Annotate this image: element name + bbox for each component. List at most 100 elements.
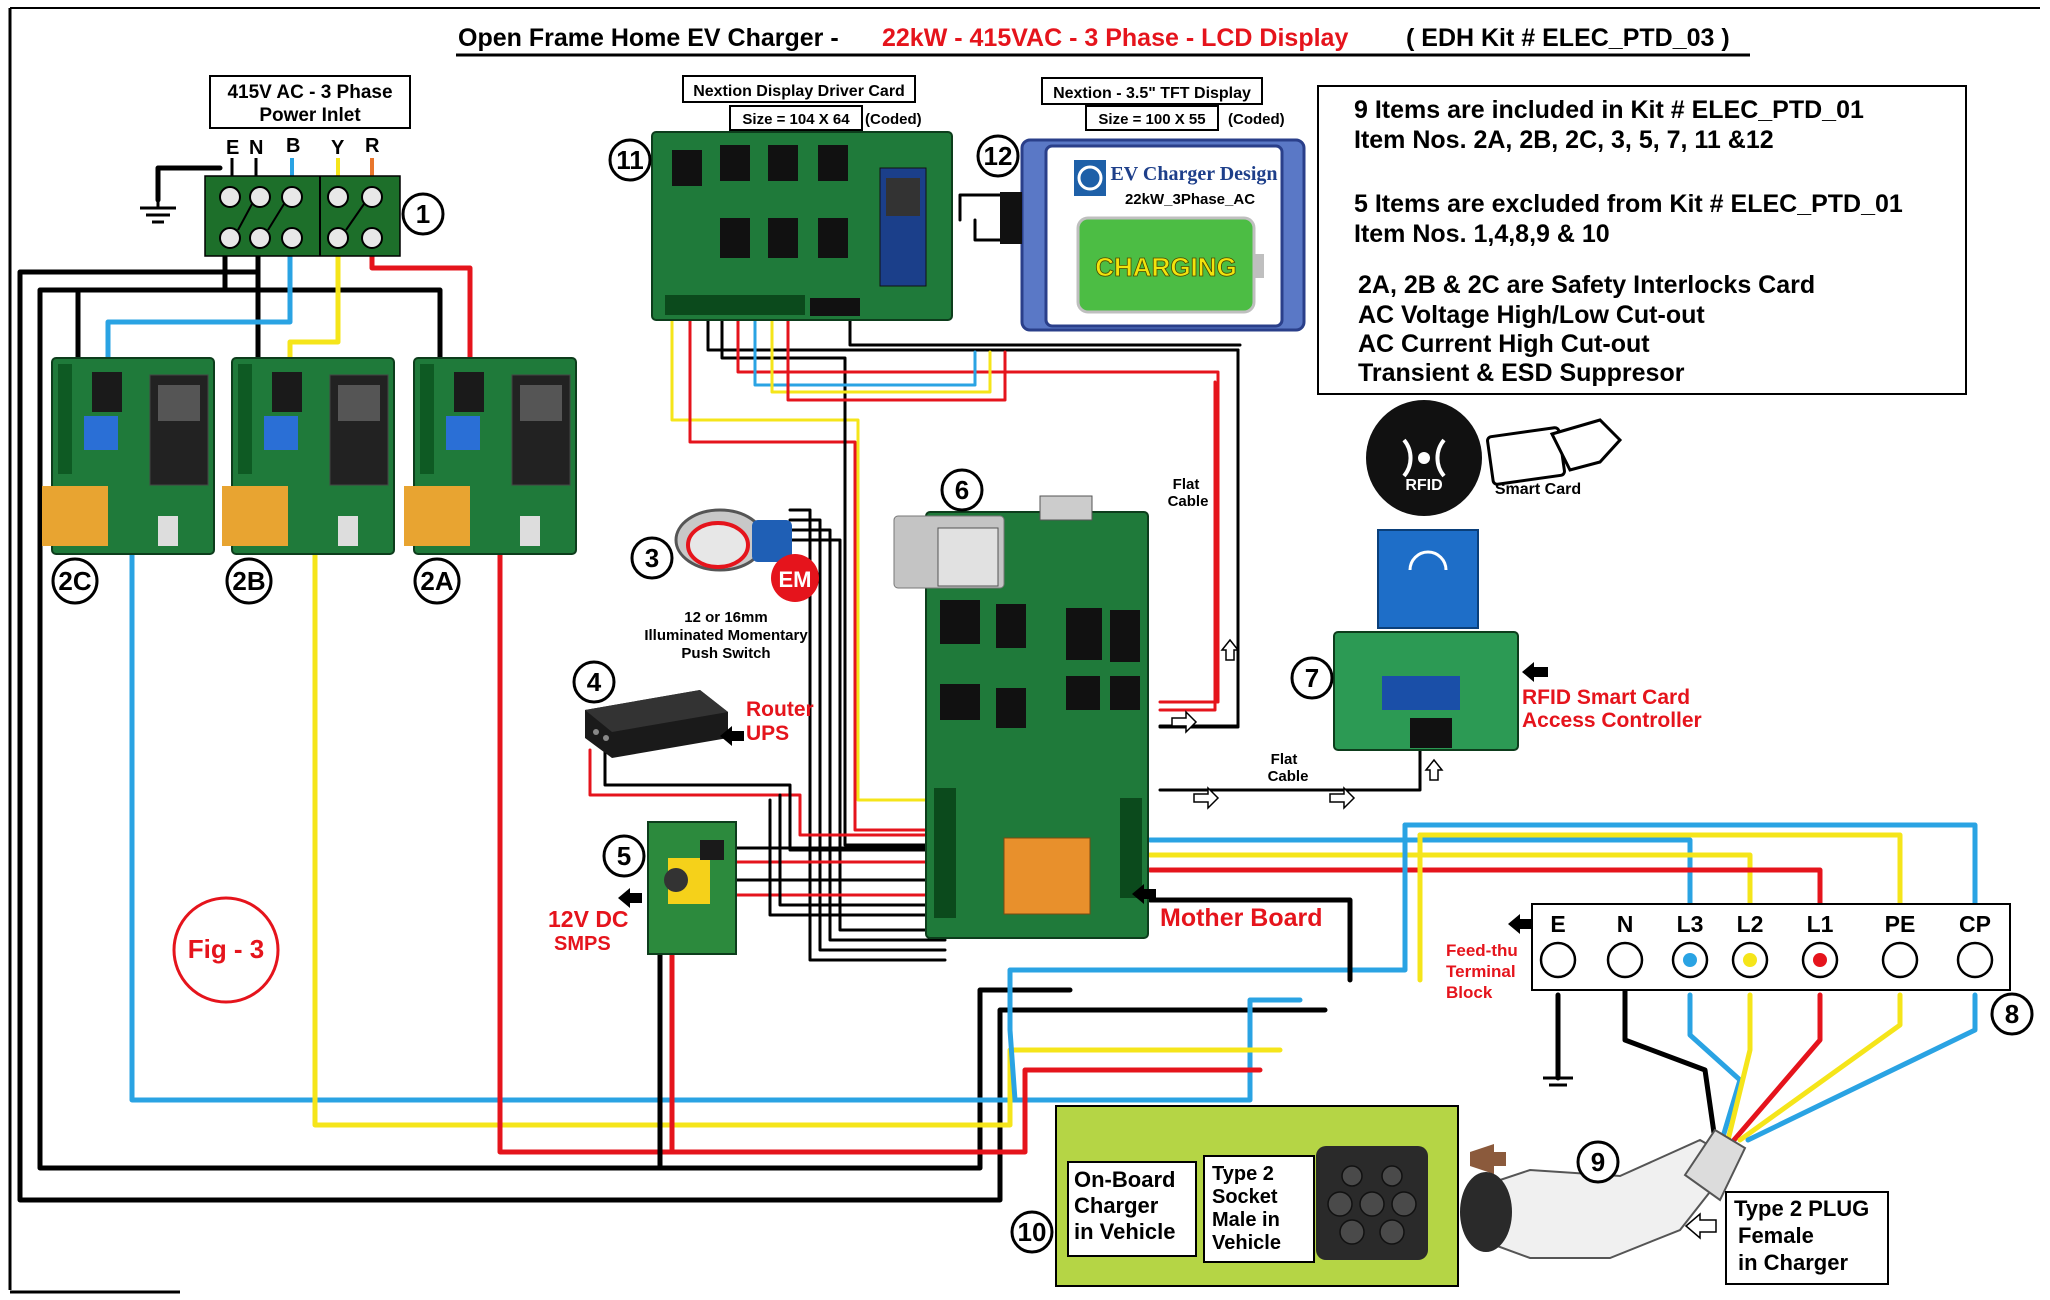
module-2b-marker: 2B xyxy=(225,557,273,605)
plug-line-2: Female xyxy=(1738,1223,1814,1248)
feed-thru-line-2: Terminal xyxy=(1446,962,1516,981)
feed-thru-terminal-l3: L3 xyxy=(1677,911,1704,937)
vehicle-panel: On-Board Charger in Vehicle Type 2 Socke… xyxy=(1055,1105,1506,1287)
socket-line-3: Male in xyxy=(1212,1209,1280,1231)
display-driver-size: Size = 104 X 64 xyxy=(742,111,850,128)
display-driver-title-box xyxy=(682,75,916,103)
display-driver-coded: (Coded) xyxy=(865,111,922,128)
flat-cable-top-b: Cable xyxy=(1168,493,1209,510)
figure-label-text: Fig - 3 xyxy=(188,934,265,964)
module-8-number: 8 xyxy=(2005,999,2019,1029)
power-inlet: 415V AC - 3 Phase Power Inlet E N B Y R xyxy=(204,75,411,257)
tft-title: Nextion - 3.5" TFT Display xyxy=(1053,85,1251,102)
power-inlet-subtitle: Power Inlet xyxy=(259,105,361,126)
motherboard-label: Mother Board xyxy=(1160,904,1323,932)
safety-card-2c xyxy=(42,357,215,555)
power-inlet-label-box xyxy=(209,75,411,129)
tft-coded: (Coded) xyxy=(1228,111,1285,128)
info-line-2: Item Nos. 2A, 2B, 2C, 3, 5, 7, 11 &12 xyxy=(1354,126,1774,154)
flat-cable-bottom-b: Cable xyxy=(1268,768,1309,785)
switch-em-badge: EM xyxy=(779,567,812,592)
flat-cable-top-a: Flat xyxy=(1173,476,1200,493)
terminal-label-r: R xyxy=(365,135,380,157)
display-driver-size-box xyxy=(729,105,863,131)
module-4-number: 4 xyxy=(587,667,602,697)
module-10-marker: 10 xyxy=(1010,1210,1054,1254)
onboard-line-3: in Vehicle xyxy=(1074,1219,1176,1244)
info-line-7: AC Current High Cut-out xyxy=(1358,330,1650,358)
power-inlet-title: 415V AC - 3 Phase xyxy=(227,82,392,103)
info-line-5: 2A, 2B & 2C are Safety Interlocks Card xyxy=(1358,271,1815,299)
module-4-marker: 4 xyxy=(572,660,616,704)
module-5-marker: 5 xyxy=(602,834,646,878)
module-2b-number: 2B xyxy=(232,566,265,596)
info-line-1: 9 Items are included in Kit # ELEC_PTD_0… xyxy=(1354,96,1864,124)
router-line-2: UPS xyxy=(746,722,789,745)
rfid-badge: RFID xyxy=(1366,400,1482,516)
onboard-line-1: On-Board xyxy=(1074,1167,1175,1192)
switch-line-2: Illuminated Momentary xyxy=(644,627,808,644)
feed-thru-line-1: Feed-thu xyxy=(1446,941,1518,960)
socket-line-1: Type 2 xyxy=(1212,1163,1274,1185)
feed-thru-terminal-e: E xyxy=(1550,911,1565,937)
title-right: ( EDH Kit # ELEC_PTD_03 ) xyxy=(1406,24,1730,52)
router-line-1: Router xyxy=(746,698,814,721)
module-1-marker: 1 xyxy=(401,192,445,236)
tft-brand: EV Charger Design xyxy=(1110,163,1277,185)
type2-plug: Type 2 PLUG Female in Charger xyxy=(1460,1128,1889,1285)
module-5-number: 5 xyxy=(617,841,631,871)
ground-symbol-right xyxy=(1543,1076,1573,1087)
socket-line-4: Vehicle xyxy=(1212,1232,1281,1254)
module-11-marker: 11 xyxy=(608,138,652,182)
terminal-label-y: Y xyxy=(331,137,345,159)
smart-card-label: Smart Card xyxy=(1495,481,1581,498)
wires xyxy=(17,165,1978,1203)
onboard-line-2: Charger xyxy=(1074,1193,1159,1218)
module-12-number: 12 xyxy=(984,141,1013,171)
display-driver-card: Nextion Display Driver Card Size = 104 X… xyxy=(651,75,953,321)
module-7-marker: 7 xyxy=(1290,656,1334,700)
feed-thru-terminal-l1: L1 xyxy=(1807,911,1834,937)
module-7-number: 7 xyxy=(1305,663,1319,693)
info-line-8: Transient & ESD Suppresor xyxy=(1358,359,1685,387)
plug-line-3: in Charger xyxy=(1738,1250,1848,1275)
safety-card-2b xyxy=(222,357,395,555)
flat-cable-label-top: Flat Cable xyxy=(1168,476,1240,734)
socket-line-2: Socket xyxy=(1212,1186,1278,1208)
title-mid: 22kW - 415VAC - 3 Phase - LCD Display xyxy=(882,24,1348,52)
switch-line-1: 12 or 16mm xyxy=(684,609,767,626)
feed-thru-terminal-pe: PE xyxy=(1885,911,1916,937)
info-line-6: AC Voltage High/Low Cut-out xyxy=(1358,301,1705,329)
push-switch: EM 12 or 16mm Illuminated Momentary Push… xyxy=(644,508,819,662)
plug-line-1: Type 2 PLUG xyxy=(1734,1196,1869,1221)
tft-status: CHARGING xyxy=(1095,252,1237,282)
feed-thru-line-3: Block xyxy=(1446,983,1493,1002)
switch-line-3: Push Switch xyxy=(681,645,770,662)
tft-display: Nextion - 3.5" TFT Display Size = 100 X … xyxy=(1000,77,1306,332)
info-line-3: 5 Items are excluded from Kit # ELEC_PTD… xyxy=(1354,190,1903,218)
feed-thru-terminal-l2: L2 xyxy=(1737,911,1764,937)
module-3-marker: 3 xyxy=(630,536,674,580)
title-left: Open Frame Home EV Charger - xyxy=(458,24,839,52)
display-driver-title: Nextion Display Driver Card xyxy=(693,83,905,100)
module-1-number: 1 xyxy=(416,199,430,229)
terminal-label-b: B xyxy=(286,135,300,157)
tft-title-box xyxy=(1041,77,1263,105)
ground-symbol-left xyxy=(140,200,176,224)
module-2a-number: 2A xyxy=(420,566,453,596)
tft-size-box xyxy=(1085,105,1219,131)
feed-thru-terminal-block: Feed-thu Terminal Block E N L3 L2 L1 PE … xyxy=(1446,903,2011,1002)
info-line-4: Item Nos. 1,4,8,9 & 10 xyxy=(1354,220,1610,248)
safety-card-2a xyxy=(404,357,577,555)
module-2c-marker: 2C xyxy=(51,557,99,605)
flat-cable-label-bottom: Flat Cable xyxy=(1193,751,1444,810)
mother-board: Mother Board xyxy=(893,495,1323,939)
module-9-marker: 9 xyxy=(1576,1140,1620,1184)
router-ups: Router UPS xyxy=(585,690,814,758)
flat-cable-bottom-a: Flat xyxy=(1271,751,1298,768)
feed-thru-terminal-cp: CP xyxy=(1959,911,1991,937)
rfid-controller-line-2: Access Controller xyxy=(1522,709,1702,732)
module-2c-number: 2C xyxy=(58,566,91,596)
diagram-title: Open Frame Home EV Charger - 22kW - 415V… xyxy=(456,24,1750,57)
